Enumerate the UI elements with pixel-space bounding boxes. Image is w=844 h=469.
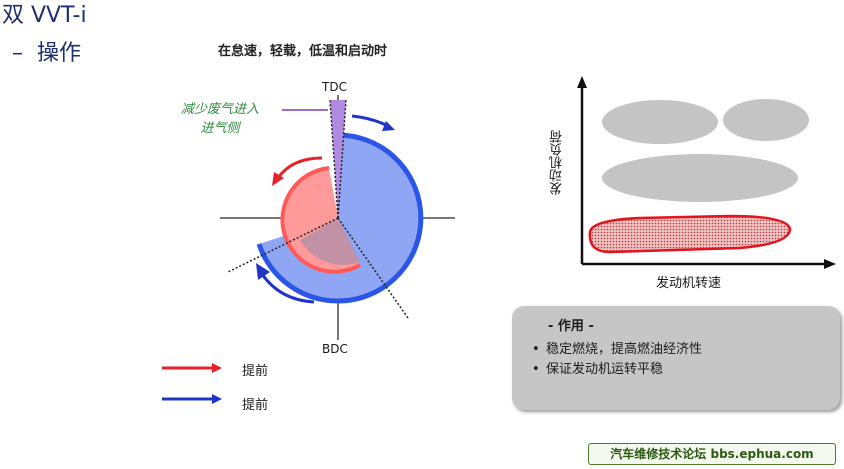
bullet-icon: • [532,342,540,357]
y-axis-arrowhead [577,76,587,88]
idle-light-load-region [588,214,792,254]
intake-arrowhead [272,172,284,186]
overlap-region [300,218,360,265]
intake-arc [280,166,361,274]
effect-item-text: 稳定燃烧，提高燃油经济性 [546,342,703,357]
tdc-label: TDC [322,80,347,94]
exhaust-advance-arrow-bottom [260,273,315,304]
exhaust-arrowhead-bottom [256,263,270,280]
legend-blue-label: 提前 [242,398,269,413]
bullet-dash: – [12,41,23,66]
region-ellipse-top-left [602,100,718,144]
watermark-link[interactable]: 汽车维修技术论坛 bbs.ephua.com [588,443,836,465]
region-ellipse-top-right [723,99,809,141]
x-axis-arrowhead [824,259,836,269]
annotation-line-2: 进气侧 [200,121,240,136]
region-ellipse-middle [602,154,798,202]
effect-item-text: 保证发动机运转平稳 [546,362,664,377]
exhaust-open-line [337,217,409,319]
bullet-text: 操作 [37,41,82,66]
valve-timing-diagram [220,95,455,340]
intake-close-line [227,217,339,273]
legend-arrows [162,363,222,404]
exhaust-arrowhead-top [382,121,395,131]
effect-title: - 作用 - [548,319,594,334]
y-axis-label: 发动机负荷 [550,130,565,195]
bullet-icon: • [532,362,540,377]
exhaust-arc [256,132,424,304]
legend-red-label: 提前 [242,364,269,379]
effect-item: • 保证发动机运转平稳 [532,358,663,377]
x-axis-label: 发动机转速 [656,276,722,291]
exhaust-advance-arrow-top [351,114,389,128]
slide-bullet: –操作 [12,40,81,68]
legend-red-arrowhead [212,363,222,373]
overlap-wedge [330,100,346,218]
annotation: 减少废气进入 进气侧 [160,100,280,138]
operating-region-chart [577,76,836,269]
effect-item: • 稳定燃烧，提高燃油经济性 [532,338,702,357]
annotation-line-1: 减少废气进入 [180,102,259,117]
intake-advance-arrow [276,156,323,179]
effect-box [512,306,840,410]
slide-title: 双 VVT-i [2,3,87,28]
diagram-heading: 在怠速，轻载，低温和启动时 [218,44,388,59]
bdc-label: BDC [322,342,348,356]
legend-blue-arrowhead [212,394,222,404]
